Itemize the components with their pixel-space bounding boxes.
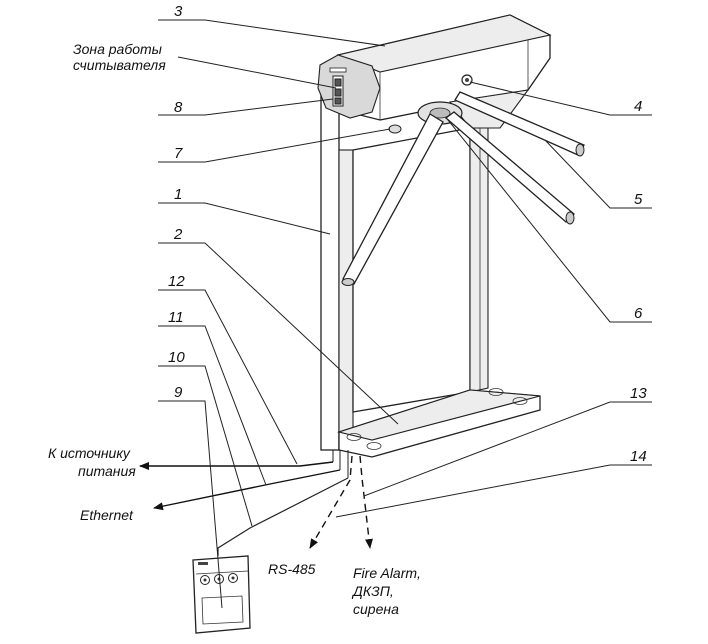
ethernet-label: Ethernet bbox=[80, 507, 134, 523]
base-hole bbox=[512, 397, 528, 405]
base-hole bbox=[488, 388, 504, 396]
callout-3: 3 bbox=[174, 3, 183, 20]
fire-alarm-label-line2: ДКЗП, bbox=[351, 583, 394, 599]
callout-4: 4 bbox=[634, 98, 642, 115]
arm-left bbox=[342, 113, 444, 285]
fire-alarm-label-line1: Fire Alarm, bbox=[353, 565, 421, 581]
reader-zone-label-line2: считывателя bbox=[73, 57, 166, 73]
rear-frame-inner bbox=[469, 123, 489, 393]
turnstile-body bbox=[317, 14, 585, 478]
power-label-line2: питания bbox=[78, 463, 136, 479]
cables bbox=[139, 455, 373, 556]
callout-9: 9 bbox=[174, 384, 183, 401]
callout-7: 7 bbox=[174, 145, 183, 162]
rs485-label: RS-485 bbox=[268, 561, 316, 577]
reader-zone-label-line1: Зона работы bbox=[73, 41, 163, 57]
power-label-line1: К источнику bbox=[48, 445, 131, 461]
callout-12: 12 bbox=[168, 273, 185, 290]
callout-13: 13 bbox=[630, 385, 647, 402]
post-stand bbox=[320, 94, 340, 451]
fire-alarm-label-line3: сирена bbox=[353, 601, 399, 617]
callout-2: 2 bbox=[173, 226, 183, 243]
status-light bbox=[388, 124, 402, 134]
callout-1: 1 bbox=[174, 186, 182, 203]
base-hole bbox=[346, 433, 362, 441]
callout-6: 6 bbox=[634, 305, 643, 322]
callout-11: 11 bbox=[168, 309, 184, 326]
arm-down-right bbox=[444, 111, 575, 223]
callout-14: 14 bbox=[630, 448, 647, 465]
remote-control-panel bbox=[192, 555, 251, 634]
callout-8: 8 bbox=[174, 99, 183, 116]
arm-right bbox=[454, 91, 585, 156]
leader-lines bbox=[158, 19, 652, 609]
post-stand-side bbox=[338, 149, 354, 451]
callout-10: 10 bbox=[168, 349, 185, 366]
base-hole bbox=[366, 442, 382, 450]
callout-5: 5 bbox=[634, 191, 643, 208]
